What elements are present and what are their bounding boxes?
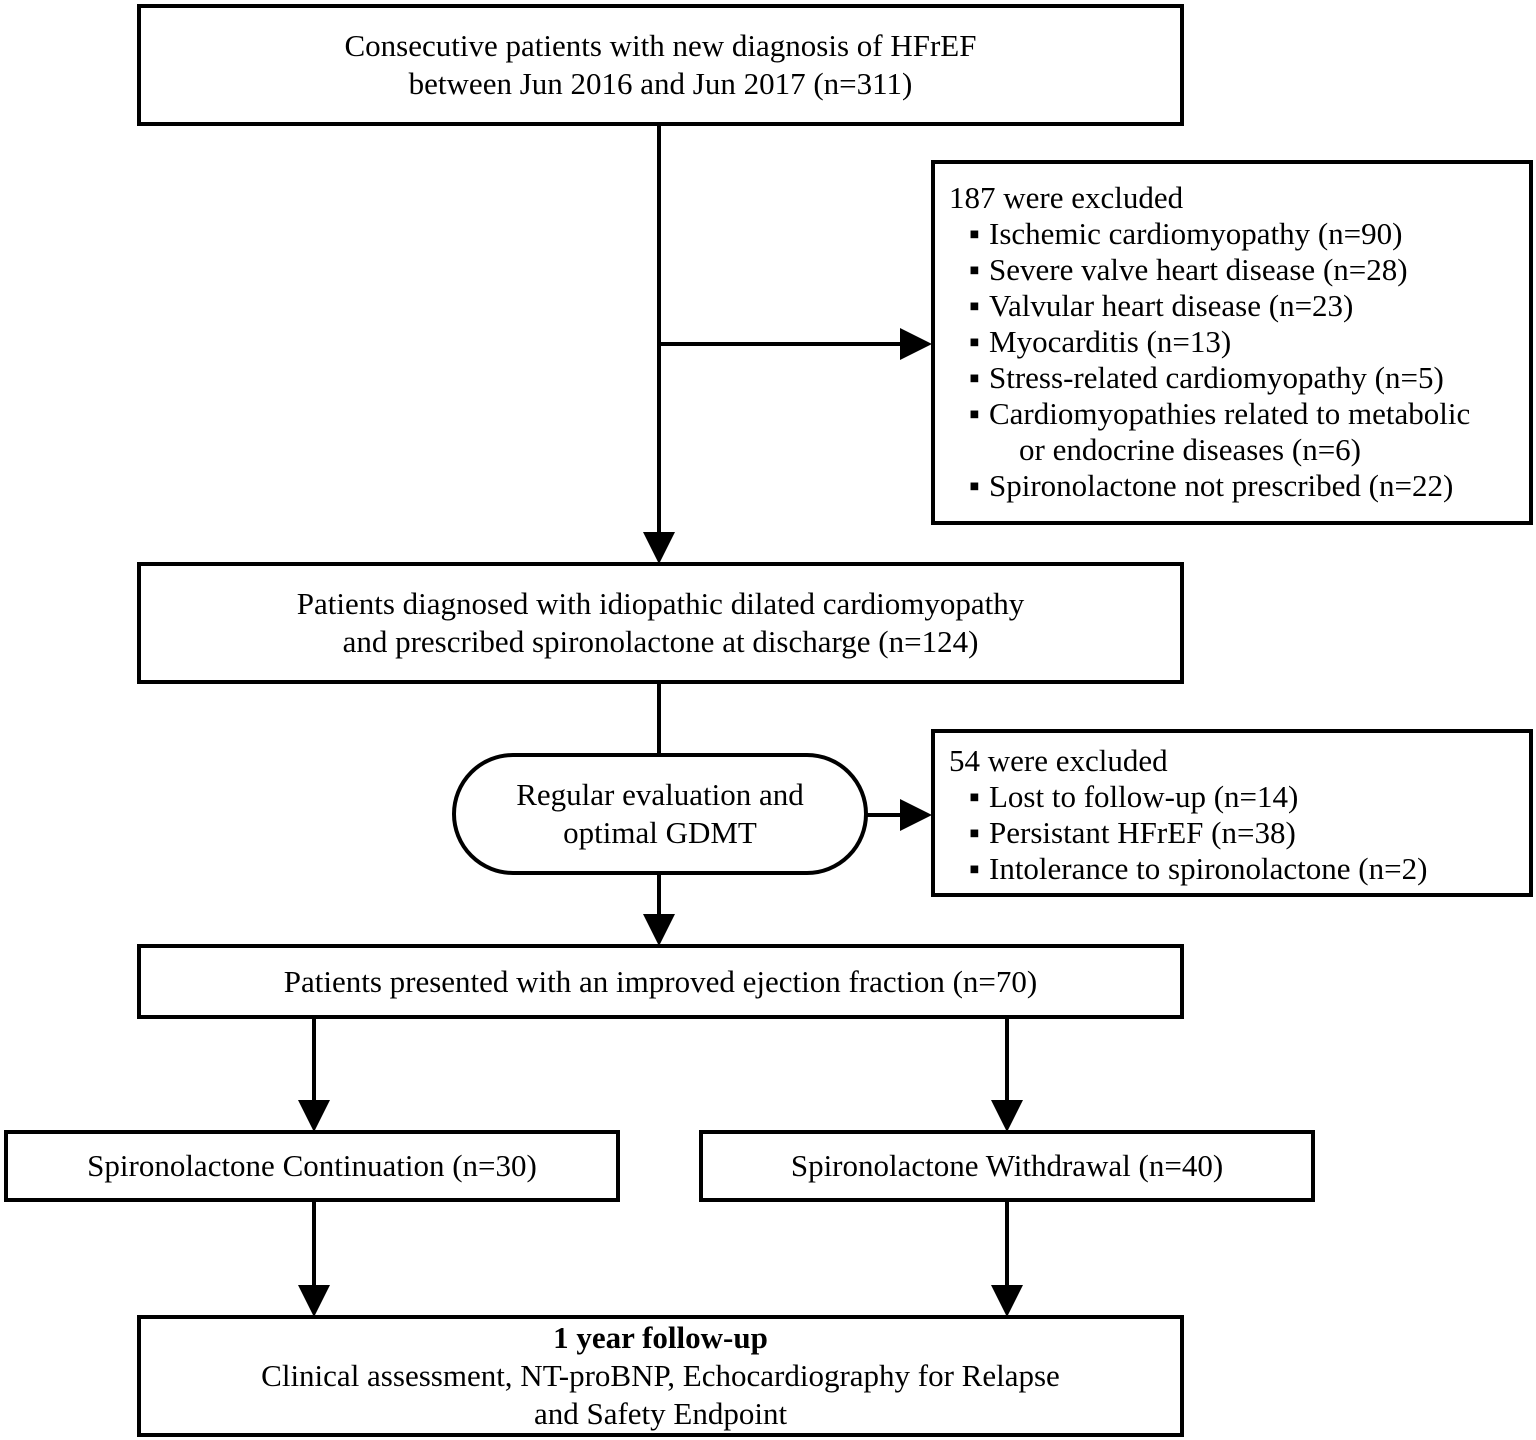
bullet-icon: ▪: [969, 815, 980, 850]
idiopathic-box: Patients diagnosed with idiopathic dilat…: [137, 562, 1184, 684]
followup-line1: Clinical assessment, NT-proBNP, Echocard…: [261, 1358, 1060, 1393]
list-item: ▪Persistant HFrEF (n=38): [969, 815, 1296, 850]
list-item: ▪Intolerance to spironolactone (n=2): [969, 851, 1428, 886]
list-item: ▪Ischemic cardiomyopathy (n=90): [969, 216, 1403, 251]
withdrawal-text: Spironolactone Withdrawal (n=40): [790, 1148, 1224, 1183]
list-item: ▪Cardiomyopathies related to metabolic: [969, 396, 1471, 431]
bullet-icon: ▪: [969, 360, 980, 395]
followup-line2: and Safety Endpoint: [533, 1396, 788, 1431]
bullet-icon: ▪: [969, 468, 980, 503]
exclusion2-title: 54 were excluded: [949, 743, 1168, 778]
bullet-icon: ▪: [969, 851, 980, 886]
exclusion-box-1: 187 were excluded ▪Ischemic cardiomyopat…: [931, 160, 1533, 525]
continuation-box: Spironolactone Continuation (n=30): [4, 1130, 620, 1202]
evaluation-box: Regular evaluation and optimal GDMT: [452, 753, 868, 875]
evaluation-line1: Regular evaluation and: [516, 777, 804, 812]
bullet-icon: ▪: [969, 288, 980, 323]
bullet-icon: ▪: [969, 252, 980, 287]
start-line2: between Jun 2016 and Jun 2017 (n=311): [408, 66, 913, 101]
list-item: ▪Spironolactone not prescribed (n=22): [969, 468, 1454, 503]
evaluation-line2: optimal GDMT: [563, 815, 757, 850]
list-item: ▪Valvular heart disease (n=23): [969, 288, 1354, 323]
exclusion2-list: ▪Lost to follow-up (n=14) ▪Persistant HF…: [969, 779, 1427, 887]
idiopathic-line2: and prescribed spironolactone at dischar…: [342, 624, 979, 659]
start-box: Consecutive patients with new diagnosis …: [137, 4, 1184, 126]
idiopathic-line1: Patients diagnosed with idiopathic dilat…: [296, 586, 1025, 621]
improved-text: Patients presented with an improved ejec…: [283, 963, 1038, 999]
followup-title: 1 year follow-up: [553, 1320, 768, 1355]
improved-box: Patients presented with an improved ejec…: [137, 944, 1184, 1019]
list-item: ▪Myocarditis (n=13): [969, 324, 1232, 359]
list-item: ▪Stress-related cardiomyopathy (n=5): [969, 360, 1444, 395]
list-item: ▪Severe valve heart disease (n=28): [969, 252, 1408, 287]
exclusion-box-2: 54 were excluded ▪Lost to follow-up (n=1…: [931, 729, 1533, 897]
followup-box: 1 year follow-up Clinical assessment, NT…: [137, 1315, 1184, 1437]
start-line1: Consecutive patients with new diagnosis …: [344, 28, 977, 63]
exclusion1-title: 187 were excluded: [949, 180, 1184, 215]
list-item: ▪Lost to follow-up (n=14): [969, 779, 1299, 814]
withdrawal-box: Spironolactone Withdrawal (n=40): [699, 1130, 1315, 1202]
bullet-icon: ▪: [969, 216, 980, 251]
bullet-icon: ▪: [969, 779, 980, 814]
bullet-icon: ▪: [969, 396, 980, 431]
continuation-text: Spironolactone Continuation (n=30): [87, 1148, 537, 1183]
bullet-icon: ▪: [969, 324, 980, 359]
list-item-continuation: or endocrine diseases (n=6): [1019, 432, 1361, 467]
exclusion1-list: ▪Ischemic cardiomyopathy (n=90) ▪Severe …: [969, 216, 1470, 504]
